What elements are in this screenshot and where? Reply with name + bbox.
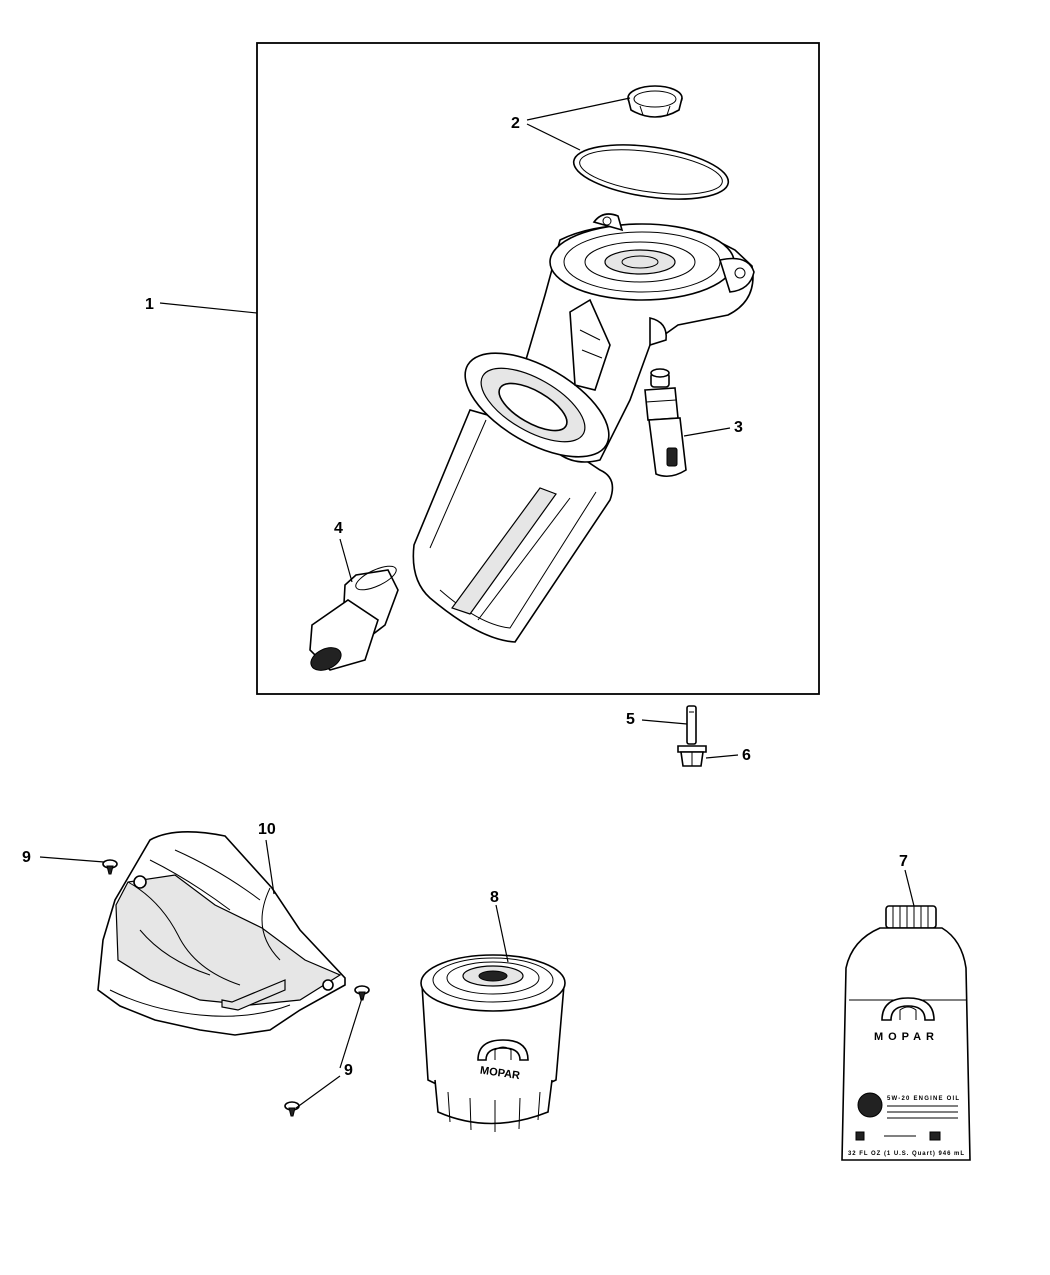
callout-3: 3 xyxy=(734,419,743,436)
callout-9-top: 9 xyxy=(22,849,31,866)
leader-9b-2 xyxy=(295,1075,341,1109)
bottle-volume-text: 32 FL OZ (1 U.S. Quart) 946 mL xyxy=(848,1151,964,1157)
leader-5 xyxy=(641,719,688,725)
seal-small xyxy=(627,85,683,118)
bottle-brand-text: MOPAR xyxy=(874,1031,934,1043)
callout-6: 6 xyxy=(742,747,751,764)
screw-bottom xyxy=(284,1101,300,1117)
leader-10 xyxy=(265,839,275,895)
leader-7 xyxy=(904,869,915,907)
callout-5: 5 xyxy=(626,711,635,728)
leader-4 xyxy=(339,538,353,583)
assembly-frame xyxy=(256,42,820,695)
leader-2b xyxy=(526,123,581,151)
leader-6 xyxy=(705,754,739,759)
screw-right xyxy=(354,985,370,1001)
callout-4: 4 xyxy=(334,520,343,537)
bolt xyxy=(677,705,707,767)
filter-housing xyxy=(412,213,755,643)
callout-7: 7 xyxy=(899,853,908,870)
oil-bottle: MOPAR 5W-20 ENGINE OIL 32 FL OZ (1 U.S. … xyxy=(841,905,971,1161)
callout-1: 1 xyxy=(145,296,154,313)
leader-3 xyxy=(683,427,731,437)
callout-10: 10 xyxy=(258,821,276,838)
callout-8: 8 xyxy=(490,889,499,906)
oil-sensor xyxy=(644,368,687,478)
filter-brand-text: MOPAR xyxy=(479,1065,520,1082)
heat-shield xyxy=(97,831,346,1036)
leader-8 xyxy=(495,904,509,963)
callout-9-bottom: 9 xyxy=(344,1062,353,1079)
leader-2a xyxy=(526,97,631,121)
leader-1 xyxy=(159,302,258,314)
seal-large xyxy=(572,144,730,200)
oil-filter: MOPAR xyxy=(420,954,566,1132)
callout-2: 2 xyxy=(511,115,520,132)
screw-top xyxy=(102,859,118,875)
leader-9a xyxy=(39,856,105,863)
fitting xyxy=(309,565,399,671)
leader-9b-1 xyxy=(339,997,363,1069)
